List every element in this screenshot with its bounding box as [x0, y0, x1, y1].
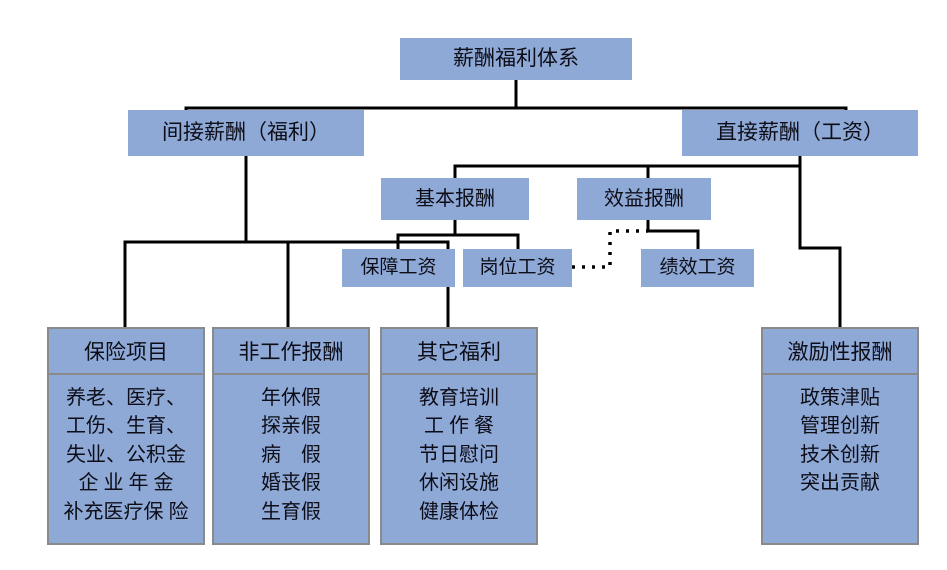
- panel-insurance-header: 保险项目: [49, 329, 203, 375]
- list-item: 企 业 年 金: [78, 472, 174, 495]
- list-item: 婚丧假: [261, 472, 321, 495]
- node-direct-compensation[interactable]: 直接薪酬（工资）: [682, 110, 918, 156]
- list-item: 政策津贴: [800, 387, 880, 409]
- node-basic-pay-label: 基本报酬: [415, 188, 495, 210]
- connector-dotted-post-to-benefitpay: [572, 229, 648, 269]
- list-item: 生育假: [261, 500, 321, 523]
- list-item: 工 作 餐: [424, 415, 494, 438]
- panel-incentive-pay[interactable]: 激励性报酬 政策津贴 管理创新 技术创新 突出贡献: [761, 327, 919, 545]
- panel-insurance-body: 养老、医疗、 工伤、生育、 失业、公积金 企 业 年 金 补充医疗保 险: [49, 375, 203, 543]
- node-post-wage[interactable]: 岗位工资: [463, 249, 572, 287]
- node-root[interactable]: 薪酬福利体系: [400, 38, 632, 80]
- list-item: 探亲假: [261, 415, 321, 438]
- node-post-wage-label: 岗位工资: [479, 256, 556, 278]
- node-basic-pay[interactable]: 基本报酬: [381, 178, 529, 220]
- node-performance-wage-label: 绩效工资: [659, 256, 736, 278]
- panel-other-benefits[interactable]: 其它福利 教育培训 工 作 餐 节日慰问 休闲设施 健康体检: [380, 327, 538, 545]
- list-item: 节日慰问: [419, 443, 499, 466]
- panel-incentive-pay-body: 政策津贴 管理创新 技术创新 突出贡献: [763, 375, 917, 543]
- panel-nonwork-pay[interactable]: 非工作报酬 年休假 探亲假 病 假 婚丧假 生育假: [212, 327, 370, 545]
- node-indirect-compensation[interactable]: 间接薪酬（福利）: [128, 110, 364, 156]
- node-performance-wage[interactable]: 绩效工资: [641, 249, 754, 287]
- list-item: 休闲设施: [419, 472, 499, 495]
- panel-nonwork-pay-body: 年休假 探亲假 病 假 婚丧假 生育假: [214, 375, 368, 543]
- list-item: 教育培训: [419, 387, 499, 409]
- panel-incentive-pay-header: 激励性报酬: [763, 329, 917, 375]
- node-direct-compensation-label: 直接薪酬（工资）: [716, 120, 884, 145]
- list-item: 管理创新: [800, 415, 880, 438]
- panel-other-benefits-header: 其它福利: [382, 329, 536, 375]
- panel-insurance[interactable]: 保险项目 养老、医疗、 工伤、生育、 失业、公积金 企 业 年 金 补充医疗保 …: [47, 327, 205, 545]
- list-item: 病 假: [261, 443, 321, 466]
- list-item: 补充医疗保 险: [63, 500, 189, 523]
- node-root-label: 薪酬福利体系: [453, 46, 579, 71]
- node-benefit-pay-label: 效益报酬: [604, 188, 684, 210]
- node-benefit-pay[interactable]: 效益报酬: [577, 178, 711, 220]
- panel-nonwork-pay-header: 非工作报酬: [214, 329, 368, 375]
- list-item: 技术创新: [800, 443, 880, 466]
- node-guarantee-wage-label: 保障工资: [360, 256, 437, 278]
- node-guarantee-wage[interactable]: 保障工资: [342, 249, 455, 287]
- list-item: 突出贡献: [800, 472, 880, 495]
- node-indirect-compensation-label: 间接薪酬（福利）: [162, 120, 330, 145]
- list-item: 年休假: [261, 387, 321, 409]
- panel-other-benefits-body: 教育培训 工 作 餐 节日慰问 休闲设施 健康体检: [382, 375, 536, 543]
- list-item: 健康体检: [419, 500, 499, 523]
- list-item: 养老、医疗、: [66, 387, 186, 409]
- list-item: 失业、公积金: [66, 443, 186, 466]
- list-item: 工伤、生育、: [66, 415, 186, 438]
